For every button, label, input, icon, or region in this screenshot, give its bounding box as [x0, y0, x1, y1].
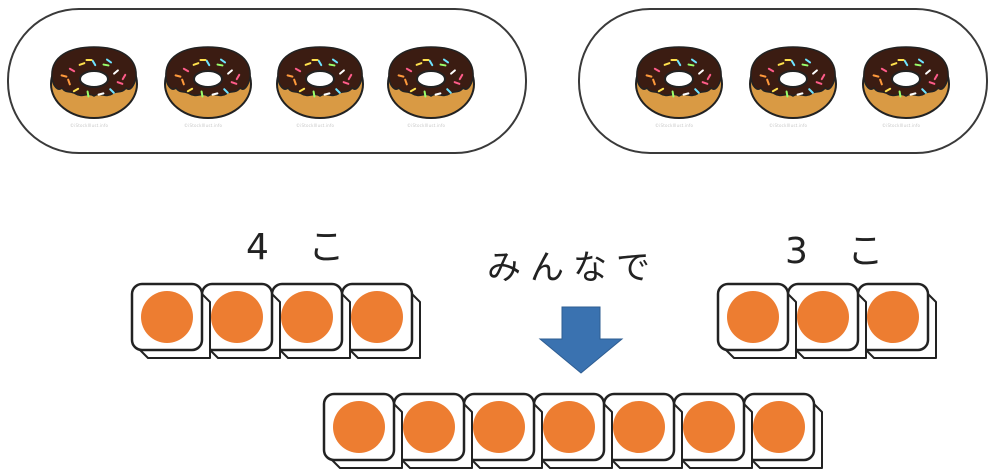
- donut-icon: [385, 41, 477, 119]
- right-counter-row: [716, 282, 938, 360]
- total-counter-row: [322, 392, 824, 470]
- watermark: ©iStockIllust.info: [769, 123, 808, 128]
- watermark: ©iStockIllust.info: [296, 123, 335, 128]
- counter-block-icon: [856, 282, 937, 359]
- counter-block-icon: [602, 392, 683, 469]
- counter-block-icon: [462, 392, 543, 469]
- arrow-down-icon: [538, 305, 624, 375]
- counter-block-icon: [322, 392, 403, 469]
- left-counter-row: [130, 282, 422, 360]
- left-count-label: 4 こ: [246, 227, 359, 268]
- donut-icon: [860, 41, 952, 119]
- watermark: ©iStockIllust.info: [882, 123, 921, 128]
- counter-block-icon: [786, 282, 867, 359]
- counter-block-icon: [716, 282, 797, 359]
- combine-label: みんなで: [487, 248, 659, 288]
- counter-block-icon: [672, 392, 753, 469]
- right-count-label: 3 こ: [785, 231, 898, 272]
- counter-block-icon: [340, 282, 421, 359]
- watermark: ©iStockIllust.info: [655, 123, 694, 128]
- counter-block-icon: [392, 392, 473, 469]
- donut-icon: [48, 41, 140, 119]
- counter-block-icon: [532, 392, 613, 469]
- donut-icon: [747, 41, 839, 119]
- watermark: ©iStockIllust.info: [70, 123, 109, 128]
- counter-block-icon: [130, 282, 211, 359]
- watermark: ©iStockIllust.info: [184, 123, 223, 128]
- donut-icon: [162, 41, 254, 119]
- donut-icon: [633, 41, 725, 119]
- counter-block-icon: [200, 282, 281, 359]
- watermark: ©iStockIllust.info: [407, 123, 446, 128]
- counter-block-icon: [270, 282, 351, 359]
- donut-icon: [274, 41, 366, 119]
- counter-block-icon: [742, 392, 823, 469]
